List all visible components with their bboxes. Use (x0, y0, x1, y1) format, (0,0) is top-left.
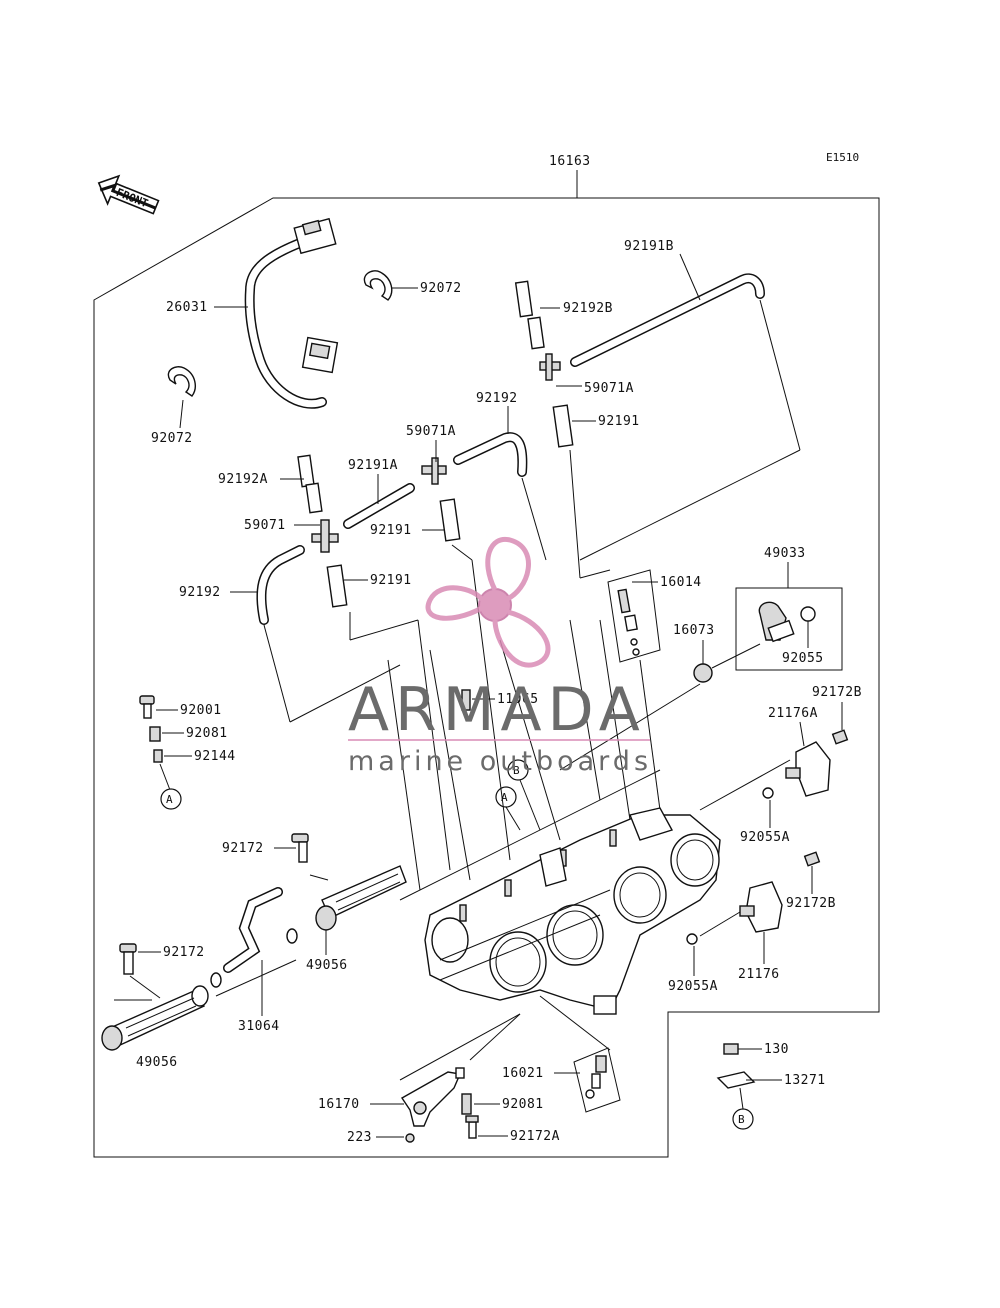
detail-16021 (573, 1047, 621, 1113)
label-49056-left: 49056 (136, 1055, 178, 1070)
lever-16170 (400, 1067, 465, 1143)
label-92192-left: 92192 (179, 585, 221, 600)
label-59071a-mid: 59071A (406, 424, 456, 439)
watermark: ARMADA marine outboards (348, 536, 652, 777)
watermark-tagline: marine outboards (348, 746, 652, 777)
front-arrow-icon: FRONT (97, 174, 160, 215)
ref-a-2: A (495, 786, 517, 808)
svg-text:B: B (738, 1113, 745, 1126)
label-13271: 13271 (784, 1073, 826, 1088)
fitting-59071 (311, 519, 339, 553)
label-49033: 49033 (764, 546, 806, 561)
hose-92191b (570, 273, 765, 367)
fuel-rail-49056-right (315, 865, 407, 931)
ref-b-1: B (507, 759, 529, 781)
label-92172b-top: 92172B (812, 685, 862, 700)
throttle-body (424, 807, 721, 1015)
label-92192a: 92192A (218, 472, 268, 487)
label-92192b: 92192B (563, 301, 613, 316)
assembly-outline (93, 197, 880, 1158)
ref-a-1: A (160, 788, 182, 810)
diagram-code: E1510 (826, 151, 859, 164)
label-49056-right: 49056 (306, 958, 348, 973)
fuel-hose-31064 (210, 887, 298, 988)
leader-lines (263, 299, 801, 901)
screw-92172-top (291, 833, 309, 863)
svg-text:B: B (513, 764, 520, 777)
fitting-59071a-mid (421, 457, 447, 485)
label-92072-b: 92072 (151, 431, 193, 446)
label-223: 223 (347, 1130, 372, 1145)
label-92191a: 92191A (348, 458, 398, 473)
plug-11065 (461, 689, 471, 711)
label-92191-low: 92191 (370, 573, 412, 588)
label-92191-top: 92191 (598, 414, 640, 429)
screw-92172-left (119, 943, 137, 975)
label-59071a-top: 59071A (584, 381, 634, 396)
svg-text:A: A (501, 791, 508, 804)
propeller-icon (425, 536, 551, 668)
assembly-label: 16163 (549, 154, 591, 169)
label-130: 130 (764, 1042, 789, 1057)
label-16021: 16021 (502, 1066, 544, 1081)
screw-group-left (139, 695, 163, 763)
ref-b-2: B (732, 1108, 754, 1130)
label-92172-top: 92172 (222, 841, 264, 856)
clamp-92072-b (167, 366, 196, 397)
detail-16014 (607, 569, 661, 663)
spring-92081-bottom (461, 1093, 479, 1139)
label-92055: 92055 (782, 651, 824, 666)
sensor-21176 (686, 851, 821, 945)
label-92081-left: 92081 (186, 726, 228, 741)
label-92192-top: 92192 (476, 391, 518, 406)
fitting-59071a-top (539, 353, 561, 381)
sensor-49033-box (735, 587, 843, 671)
label-59071: 59071 (244, 518, 286, 533)
wire-harness-26031 (244, 217, 339, 409)
hose-92191a (343, 483, 415, 529)
label-92191-mid: 92191 (370, 523, 412, 538)
label-92081-bottom: 92081 (502, 1097, 544, 1112)
washer-16073 (693, 663, 713, 683)
label-21176: 21176 (738, 967, 780, 982)
sensor-21176a (762, 729, 849, 799)
label-16073: 16073 (673, 623, 715, 638)
label-16014: 16014 (660, 575, 702, 590)
svg-text:A: A (166, 793, 173, 806)
label-92191b: 92191B (624, 239, 674, 254)
hose-92192-left (256, 545, 305, 625)
hose-92192-top (453, 432, 528, 477)
label-92144: 92144 (194, 749, 236, 764)
label-92055a-bottom: 92055A (668, 979, 718, 994)
bracket-13271 (716, 1043, 756, 1089)
clamp-92072-a (363, 270, 393, 301)
label-92001: 92001 (180, 703, 222, 718)
label-92055a-top: 92055A (740, 830, 790, 845)
label-92072-a: 92072 (420, 281, 462, 296)
label-92172a: 92172A (510, 1129, 560, 1144)
label-92172b-bottom: 92172B (786, 896, 836, 911)
label-31064: 31064 (238, 1019, 280, 1034)
label-92172-left: 92172 (163, 945, 205, 960)
watermark-brand: ARMADA (348, 675, 646, 745)
label-26031: 26031 (166, 300, 208, 315)
label-16170: 16170 (318, 1097, 360, 1112)
fuel-rail-49056-left (101, 985, 209, 1051)
label-21176a: 21176A (768, 706, 818, 721)
